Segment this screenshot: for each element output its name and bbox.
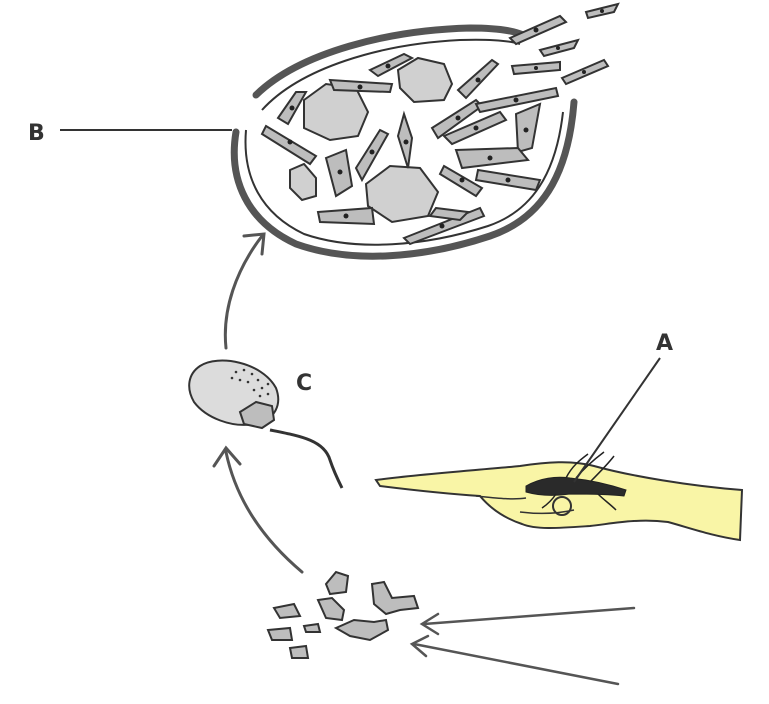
label-a-leader <box>573 357 661 483</box>
particle <box>324 570 350 596</box>
round-cell <box>303 82 370 142</box>
particle <box>288 644 310 659</box>
insect-body <box>525 476 627 497</box>
particle <box>302 622 322 633</box>
cell-nuclei <box>287 9 604 229</box>
label-a: A <box>656 331 673 356</box>
form-c-granules <box>230 368 270 398</box>
flagellated-form <box>188 359 344 489</box>
arrow-c-to-b <box>223 232 266 350</box>
cyst-wall <box>230 24 578 260</box>
hand <box>374 461 744 542</box>
form-c-nucleus <box>238 400 276 430</box>
spindle-cell <box>514 102 542 154</box>
cyst-inner-outline <box>244 38 564 246</box>
round-cell <box>289 162 317 202</box>
arrow-particles-to-c <box>212 445 304 574</box>
round-cell <box>364 164 440 224</box>
label-b-group: B <box>28 121 232 146</box>
bite-site <box>552 496 572 516</box>
spindle-cell <box>368 52 415 78</box>
label-c: C <box>296 371 312 396</box>
spindle-cell <box>354 128 390 183</box>
round-cells <box>289 56 454 224</box>
cyst-structure <box>230 2 620 260</box>
label-a-group: A <box>573 331 673 483</box>
particle <box>266 626 294 641</box>
particle <box>272 602 302 620</box>
spindle-cell <box>260 124 318 166</box>
round-cell <box>396 56 454 104</box>
hand-with-insect <box>374 451 744 542</box>
incoming-arrows <box>409 606 636 686</box>
particles <box>266 570 420 659</box>
spindle-cell <box>428 206 471 222</box>
particle <box>316 596 346 622</box>
particle <box>370 580 420 616</box>
label-b: B <box>28 121 45 146</box>
particle <box>333 618 390 642</box>
form-c-tail <box>269 428 344 489</box>
escaping-spindles <box>508 2 620 86</box>
